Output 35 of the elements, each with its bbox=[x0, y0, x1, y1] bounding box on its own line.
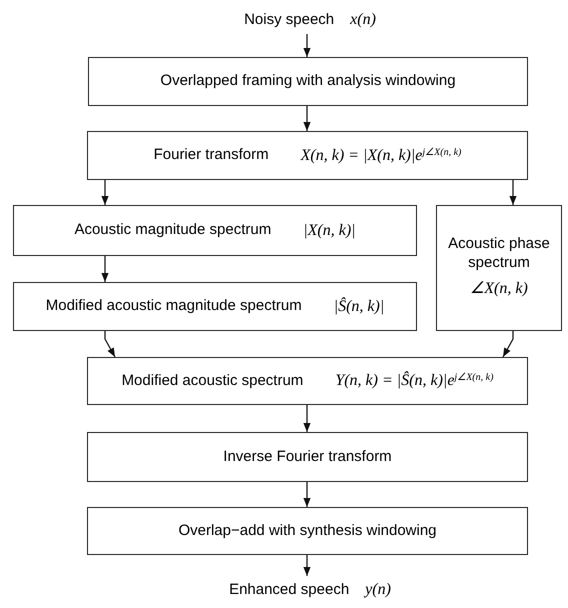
node-label: Modified acoustic magnitude spectrum bbox=[46, 297, 302, 316]
math-formula: |Ŝ(n, k)| bbox=[334, 296, 384, 316]
process-box bbox=[13, 282, 417, 331]
arrow bbox=[104, 331, 116, 358]
process-box bbox=[88, 57, 528, 106]
math-formula: x(n) bbox=[350, 10, 376, 30]
node-label: Acoustic phase spectrum bbox=[447, 235, 551, 273]
arrow bbox=[303, 106, 311, 131]
process-box bbox=[87, 507, 528, 555]
arrow bbox=[303, 555, 311, 576]
arrow bbox=[502, 331, 514, 358]
math-formula: Y(n, k) = |Ŝ(n, k)|e$^{j∠X(n, k)}$ bbox=[335, 370, 494, 391]
process-box bbox=[13, 205, 417, 256]
node-label: Noisy speech bbox=[244, 10, 334, 30]
process-box bbox=[436, 205, 562, 331]
node-label: Enhanced speech bbox=[229, 580, 350, 600]
node-label: Overlapped framing with analysis windowing bbox=[160, 72, 456, 91]
node-label: Overlap−add with synthesis windowing bbox=[178, 522, 437, 540]
arrow bbox=[303, 34, 311, 57]
arrow bbox=[101, 256, 109, 282]
arrow bbox=[509, 180, 517, 205]
math-formula: y(n) bbox=[365, 580, 391, 600]
node-label: Fourier transform bbox=[154, 146, 269, 165]
math-formula: |X(n, k)| bbox=[303, 220, 356, 240]
node-label: Acoustic magnitude spectrum bbox=[74, 221, 272, 240]
math-formula: ∠X(n, k) bbox=[470, 278, 528, 299]
arrow bbox=[101, 180, 109, 205]
arrow bbox=[303, 482, 311, 507]
process-box bbox=[87, 357, 528, 405]
node-label: Modified acoustic spectrum bbox=[122, 372, 304, 390]
process-box bbox=[87, 432, 528, 482]
math-formula: X(n, k) = |X(n, k)|e$^{j∠X(n, k)}$ bbox=[300, 146, 462, 166]
process-box bbox=[87, 131, 528, 180]
node-label: Inverse Fourier transform bbox=[223, 448, 392, 466]
arrow bbox=[303, 405, 311, 432]
